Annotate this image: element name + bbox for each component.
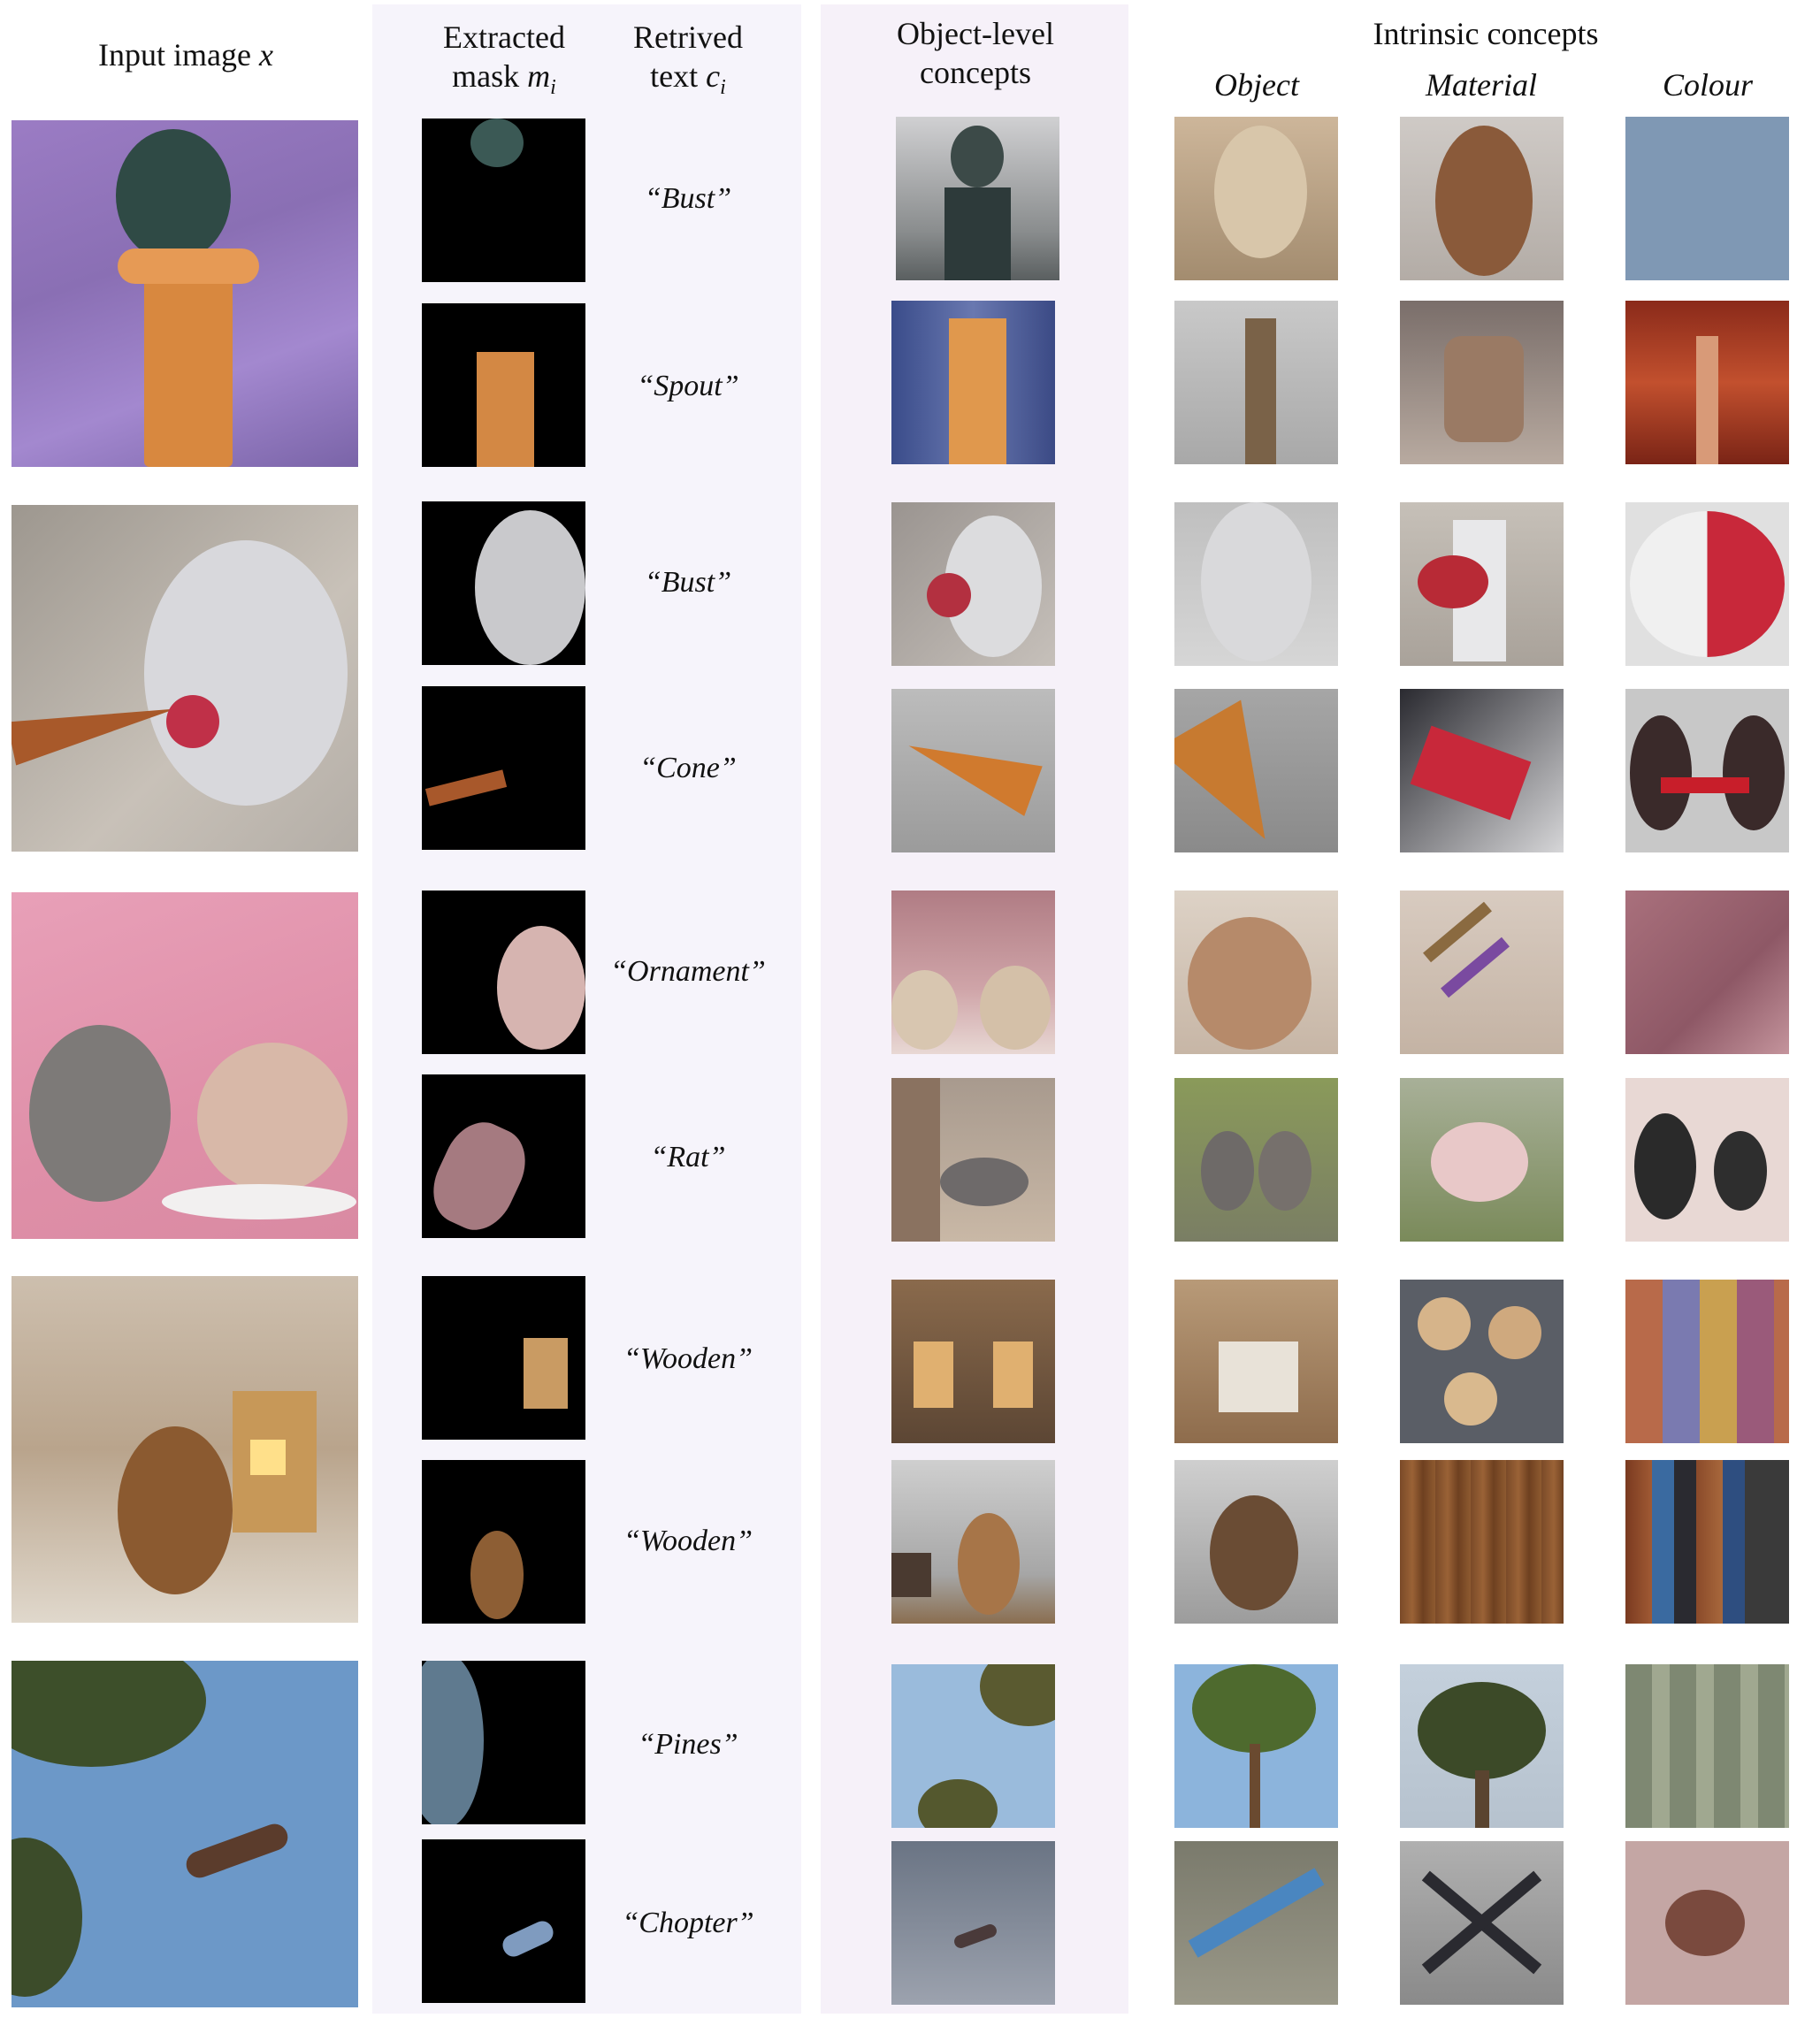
intrinsic-object-bust-1 — [1174, 117, 1338, 280]
caption-spout: “Spout” — [637, 370, 739, 402]
intrinsic-colour-wooden-1 — [1625, 1280, 1789, 1443]
header-col-colour: Colour — [1662, 67, 1754, 103]
intrinsic-colour-rat — [1625, 1078, 1789, 1242]
mask-ornament — [422, 891, 585, 1054]
caption-pines: “Pines” — [638, 1728, 738, 1761]
header-mask-sub: i — [550, 76, 556, 99]
caption-cone: “Cone” — [639, 752, 737, 784]
header-mask-var: m — [527, 58, 551, 94]
object-level-bust-1 — [896, 117, 1059, 280]
header-col-material: Material — [1426, 67, 1537, 103]
caption-bust-1: “Bust” — [644, 182, 732, 215]
object-level-ornament — [891, 891, 1055, 1054]
input-image-bust-cone — [11, 505, 358, 852]
intrinsic-material-cone — [1400, 689, 1564, 852]
mask-spout — [422, 303, 585, 467]
header-retrieved-line2: text ci — [591, 57, 785, 107]
intrinsic-material-pines — [1400, 1664, 1564, 1828]
header-object-level-line2: concepts — [920, 55, 1031, 90]
caption-wooden-2: “Wooden” — [623, 1525, 753, 1557]
header-retrieved-text: Retrived text ci — [591, 18, 785, 107]
header-text-var: c — [706, 58, 721, 94]
mask-bust-2 — [422, 501, 585, 665]
intrinsic-object-spout — [1174, 301, 1338, 464]
object-level-wooden-1 — [891, 1280, 1055, 1443]
intrinsic-object-ornament — [1174, 891, 1338, 1054]
input-image-helicopter-pines — [11, 1661, 358, 2007]
header-object-level-line1: Object-level — [897, 16, 1054, 51]
intrinsic-object-pines — [1174, 1664, 1338, 1828]
intrinsic-object-cone — [1174, 689, 1338, 852]
object-level-pines — [891, 1664, 1055, 1828]
intrinsic-object-rat — [1174, 1078, 1338, 1242]
header-text-word: text — [650, 58, 699, 94]
mask-wooden-house — [422, 1276, 585, 1440]
object-level-wooden-2 — [891, 1460, 1055, 1624]
intrinsic-material-bust-1 — [1400, 117, 1564, 280]
intrinsic-material-wooden-2 — [1400, 1460, 1564, 1624]
intrinsic-colour-wooden-2 — [1625, 1460, 1789, 1624]
header-input-label: Input image — [98, 37, 251, 73]
intrinsic-object-chopter — [1174, 1841, 1338, 2005]
intrinsic-object-wooden-1 — [1174, 1280, 1338, 1443]
header-extracted-line2: mask mi — [407, 57, 601, 107]
caption-chopter: “Chopter” — [622, 1907, 754, 1939]
header-extracted-mask: Extracted mask mi — [407, 18, 601, 107]
header-intrinsic: Intrinsic concepts — [1373, 16, 1599, 51]
intrinsic-colour-chopter — [1625, 1841, 1789, 2005]
input-image-bust-column — [11, 120, 358, 467]
header-input-var: x — [258, 37, 273, 73]
intrinsic-material-bust-2 — [1400, 502, 1564, 666]
header-retrieved-line1: Retrived — [633, 19, 743, 55]
intrinsic-colour-bust-1 — [1625, 117, 1789, 280]
header-mask-word: mask — [452, 58, 520, 94]
intrinsic-material-rat — [1400, 1078, 1564, 1242]
caption-ornament: “Ornament” — [610, 955, 766, 988]
mask-bust-1 — [422, 118, 585, 282]
header-extracted-line1: Extracted — [443, 19, 565, 55]
intrinsic-object-bust-2 — [1174, 502, 1338, 666]
intrinsic-colour-pines — [1625, 1664, 1789, 1828]
intrinsic-colour-spout — [1625, 301, 1789, 464]
input-image-rat-ornament — [11, 892, 358, 1239]
input-image-wooden-house — [11, 1276, 358, 1623]
intrinsic-material-spout — [1400, 301, 1564, 464]
intrinsic-colour-ornament — [1625, 891, 1789, 1054]
mask-pines — [422, 1661, 585, 1824]
intrinsic-material-wooden-1 — [1400, 1280, 1564, 1443]
caption-bust-2: “Bust” — [644, 566, 732, 599]
header-input-image: Input image x — [18, 35, 354, 74]
header-col-object: Object — [1214, 67, 1299, 103]
object-level-bust-2 — [891, 502, 1055, 666]
caption-rat: “Rat” — [650, 1141, 726, 1173]
header-object-level: Object-level concepts — [847, 14, 1104, 92]
mask-wooden-bears — [422, 1460, 585, 1624]
object-level-cone — [891, 689, 1055, 852]
mask-cone — [422, 686, 585, 850]
intrinsic-material-ornament — [1400, 891, 1564, 1054]
header-text-sub: i — [720, 76, 726, 99]
intrinsic-colour-cone — [1625, 689, 1789, 852]
object-level-spout — [891, 301, 1055, 464]
caption-wooden-1: “Wooden” — [623, 1342, 753, 1375]
object-level-rat — [891, 1078, 1055, 1242]
intrinsic-material-chopter — [1400, 1841, 1564, 2005]
intrinsic-colour-bust-2 — [1625, 502, 1789, 666]
object-level-chopter — [891, 1841, 1055, 2005]
intrinsic-object-wooden-2 — [1174, 1460, 1338, 1624]
mask-rat — [422, 1074, 585, 1238]
mask-chopter — [422, 1839, 585, 2003]
